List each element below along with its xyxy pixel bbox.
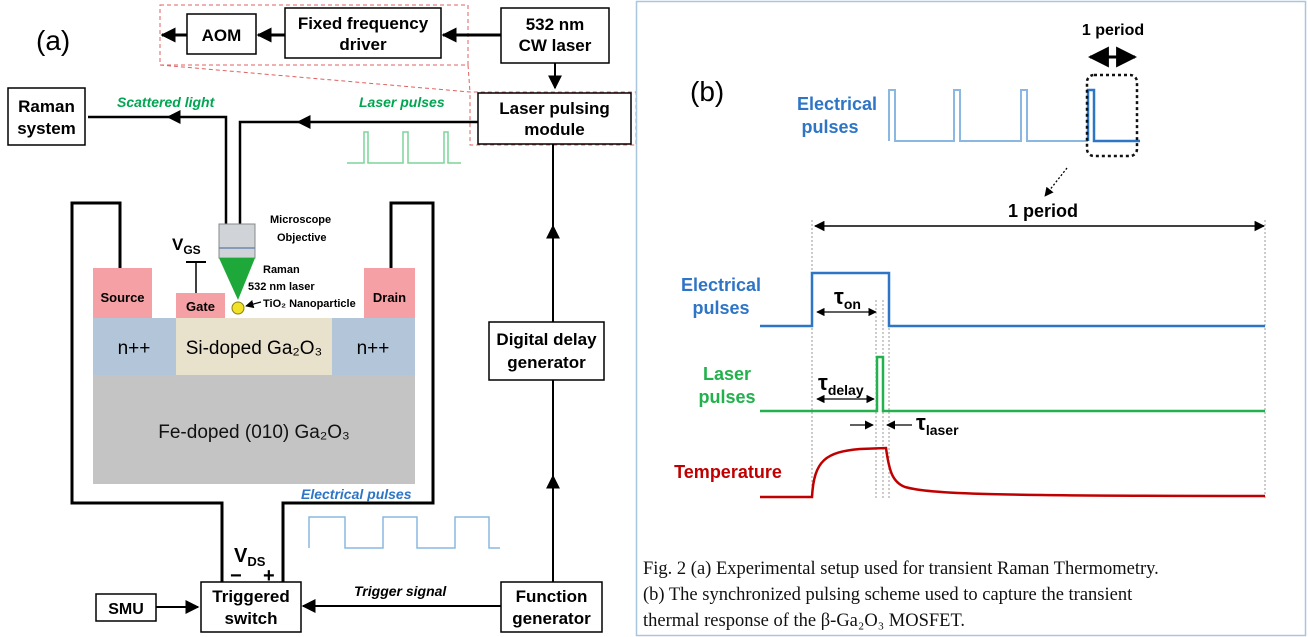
fixed-driver-box [284, 7, 442, 59]
vds-plus: + [263, 565, 275, 587]
raman-system-box [7, 87, 86, 146]
tau-on-label: τon [834, 284, 861, 312]
drain-wire [281, 201, 435, 582]
fixed-driver-line2: driver [339, 35, 387, 54]
panel-a: (a) AOM Fixed frequency driver 532 nm CW… [7, 4, 637, 633]
electrical-top-line1: Electrical [797, 94, 877, 114]
fixed-driver-line1: Fixed frequency [298, 14, 429, 33]
panel-b: (b) Electrical pulses 1 period 1 period … [635, 0, 1307, 637]
drain-label: Drain [373, 290, 406, 305]
triggered-switch-box [200, 581, 302, 633]
nanoparticle-label: TiO₂ Nanoparticle [263, 298, 356, 310]
cw-laser-line1: 532 nm [526, 15, 585, 34]
panel-b-label: (b) [690, 76, 724, 107]
laser-pulsing-box [477, 92, 632, 145]
raman-system-line1: Raman [18, 97, 75, 116]
one-period-main-label: 1 period [1008, 201, 1078, 221]
figure-caption: Fig. 2 (a) Experimental setup used for t… [643, 556, 1281, 634]
channel-region [176, 318, 332, 375]
caption-line-3: thermal response of the β-Ga₂O₃ MOSFET. [643, 611, 966, 631]
triggered-switch-line1: Triggered [212, 587, 289, 606]
electrical-line2: pulses [692, 298, 749, 318]
one-period-top-label: 1 period [1082, 22, 1144, 39]
function-generator-line2: generator [512, 609, 591, 628]
tio2-nanoparticle [231, 301, 245, 315]
function-generator-line1: Function [516, 587, 588, 606]
channel-label: Si-doped Ga₂O₃ [186, 338, 323, 359]
laser-pulse-train-icon [347, 131, 461, 164]
tau-delay-label: τdelay [818, 370, 864, 398]
raman-system-line2: system [17, 119, 76, 138]
laser-pulsing-line1: Laser pulsing [499, 99, 610, 118]
cw-laser-box [500, 7, 610, 64]
n-plus-right-label: n++ [357, 338, 390, 359]
zoom-pointer-arrow [1044, 167, 1068, 197]
delay-generator-line1: Digital delay [496, 330, 597, 349]
electrical-top-selected-pulse [1086, 88, 1140, 143]
vgs-label: VGS [172, 235, 201, 257]
raman-laser-cone [219, 258, 255, 300]
objective-label-2: Objective [277, 232, 327, 244]
scattered-light-label: Scattered light [117, 94, 216, 110]
vds-minus: − [230, 565, 242, 587]
aom-label: AOM [202, 26, 242, 45]
triggered-switch-line2: switch [225, 609, 278, 628]
raman-laser-label-2: 532 nm laser [248, 281, 315, 293]
electrical-pulse-train-icon [308, 516, 500, 549]
gate-pad [176, 293, 225, 318]
panel-b-frame [635, 0, 1307, 637]
laser-pulses-fiber [238, 120, 478, 225]
delay-generator-line2: generator [507, 353, 586, 372]
delay-generator-box [488, 321, 605, 381]
laser-pulses-label: Laser pulses [359, 94, 445, 110]
substrate-label: Fe-doped (010) Ga₂O₃ [158, 422, 349, 443]
gate-label: Gate [186, 299, 215, 314]
scattered-light-fiber [88, 115, 228, 225]
laser-pulse-waveform [760, 355, 1265, 413]
electrical-top-line2: pulses [801, 117, 858, 137]
caption-line-2: (b) The synchronized pulsing scheme used… [643, 585, 1133, 605]
tau-laser-label: τlaser [916, 410, 959, 438]
source-wire [70, 201, 224, 582]
temperature-label: Temperature [674, 462, 782, 482]
vds-label: VDS [234, 545, 266, 569]
panel-a-label: (a) [36, 25, 70, 56]
source-label: Source [100, 290, 144, 305]
temperature-waveform [760, 446, 1266, 499]
microscope-objective [218, 223, 256, 259]
source-pad [93, 268, 152, 318]
n-plus-right-region [332, 318, 415, 375]
trigger-signal-label: Trigger signal [354, 583, 447, 599]
drain-pad [364, 268, 415, 318]
selected-period-box [1085, 73, 1139, 158]
electrical-pulses-label-a: Electrical pulses [301, 486, 412, 502]
electrical-pulse-waveform [760, 271, 1265, 328]
n-plus-left-region [93, 318, 176, 375]
electrical-line1: Electrical [681, 275, 761, 295]
smu-label: SMU [108, 601, 144, 618]
cw-laser-line2: CW laser [519, 36, 592, 55]
objective-label-1: Microscope [270, 214, 331, 226]
substrate-layer [93, 375, 415, 484]
group-connector-right [467, 64, 471, 93]
raman-laser-label-1: Raman [263, 264, 300, 276]
laser-line1: Laser [703, 364, 751, 384]
function-generator-box [500, 581, 603, 633]
smu-box [95, 593, 157, 622]
n-plus-left-label: n++ [118, 338, 151, 359]
group-connector-outline [159, 64, 637, 146]
laser-pulsing-line2: module [524, 120, 584, 139]
laser-line2: pulses [698, 387, 755, 407]
nanoparticle-pointer [245, 299, 262, 309]
caption-line-1: Fig. 2 (a) Experimental setup used for t… [643, 559, 1159, 579]
electrical-top-pulse-train [888, 89, 1088, 142]
